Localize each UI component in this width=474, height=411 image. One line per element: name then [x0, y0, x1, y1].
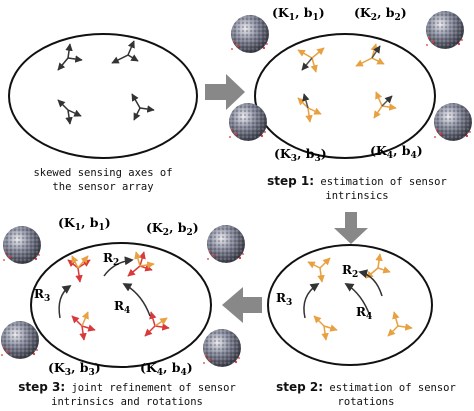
- sphere-step3-2: [207, 225, 245, 263]
- rotation-labels: R2 R3 R4 R2 R3 R4: [34, 251, 372, 322]
- skewed-triad-2: [111, 40, 139, 64]
- param-label-k2b2-step1: (K2, b2): [354, 5, 407, 23]
- step2-triad-3: [313, 315, 338, 341]
- step1-triad-4: [373, 91, 397, 119]
- caption-step2-line1: estimation of sensor: [323, 382, 456, 394]
- panel-raw-ellipse: [8, 33, 198, 159]
- step2-triad-1: [307, 257, 331, 283]
- sphere-step3-1: [3, 226, 41, 264]
- sphere-step1-4: [434, 103, 472, 141]
- param-label-k4b4-step3: (K4, b4): [140, 360, 193, 378]
- step3-triad-4: [144, 311, 170, 337]
- caption-step2-line2: rotations: [337, 396, 395, 408]
- sphere-step3-4: [203, 329, 241, 367]
- caption-step3-label: step 3:: [18, 380, 66, 394]
- step3-triad-2: [127, 251, 155, 277]
- step1-axes-group: [297, 43, 397, 123]
- step3-axes-group: [67, 251, 170, 341]
- caption-step1-label: step 1:: [267, 174, 315, 188]
- rot-label-r4-step2: R4: [356, 305, 372, 322]
- rot-label-r3-step2: R3: [276, 291, 292, 308]
- caption-step1-line2: intrinsics: [325, 190, 389, 202]
- rot-label-r4-step3: R4: [114, 299, 130, 316]
- rot-label-r2-step3: R2: [103, 251, 119, 268]
- caption-step3: step 3: joint refinement of sensor intri…: [2, 380, 252, 409]
- sphere-step1-3: [229, 103, 267, 141]
- param-label-k1b1-step3: (K1, b1): [58, 215, 111, 233]
- param-labels: (K1, b1) (K2, b2) (K3, b3) (K4, b4) (K1,…: [48, 5, 423, 378]
- caption-raw-line2: the sensor array: [52, 181, 154, 193]
- panel-step1-ellipse: [254, 33, 436, 159]
- step1-triad-1: [297, 47, 325, 73]
- param-label-k1b1-step1: (K1, b1): [272, 5, 325, 23]
- panel-step3-ellipse: [30, 242, 212, 368]
- sphere-step3-3: [1, 321, 39, 359]
- step3-rotation-curves: [58, 256, 151, 319]
- step1-triad-2: [355, 43, 385, 67]
- param-label-k2b2-step3: (K2, b2): [146, 220, 199, 238]
- step3-triad-1: [67, 255, 91, 283]
- param-label-k3b3-step1: (K3, b3): [274, 146, 327, 164]
- panel-step2-ellipse: [267, 244, 433, 366]
- step2-triad-4: [387, 311, 413, 337]
- caption-step2-label: step 2:: [276, 380, 324, 394]
- sphere-step1-2: [426, 11, 464, 49]
- step2-triad-2: [365, 253, 391, 279]
- step2-axes-group: [307, 253, 413, 341]
- step2-rotation-curves: [303, 269, 383, 319]
- caption-raw-line1: skewed sensing axes of: [33, 167, 173, 179]
- caption-step2: step 2: estimation of sensor rotations: [266, 380, 466, 409]
- caption-raw: skewed sensing axes of the sensor array: [8, 166, 198, 194]
- sphere-step1-1: [231, 15, 269, 53]
- skewed-axes-group: [57, 40, 155, 125]
- param-label-k4b4-step1: (K4, b4): [370, 143, 423, 161]
- rot-label-r3-step3: R3: [34, 287, 50, 304]
- step1-triad-3: [297, 93, 322, 123]
- rot-label-r2-step2: R2: [342, 263, 358, 280]
- flow-arrow-down: [334, 212, 368, 244]
- skewed-triad-4: [131, 93, 155, 121]
- skewed-triad-1: [57, 43, 83, 71]
- caption-step1: step 1: estimation of sensor intrinsics: [262, 174, 452, 203]
- flow-arrow-left: [222, 287, 262, 323]
- step3-triad-3: [71, 311, 96, 341]
- param-label-k3b3-step3: (K3, b3): [48, 360, 101, 378]
- skewed-triad-3: [57, 99, 82, 125]
- flow-arrow-right: [205, 74, 245, 110]
- caption-step3-line1: joint refinement of sensor: [65, 382, 236, 394]
- caption-step3-line2: intrinsics and rotations: [51, 396, 203, 408]
- caption-step1-line1: estimation of sensor: [314, 176, 447, 188]
